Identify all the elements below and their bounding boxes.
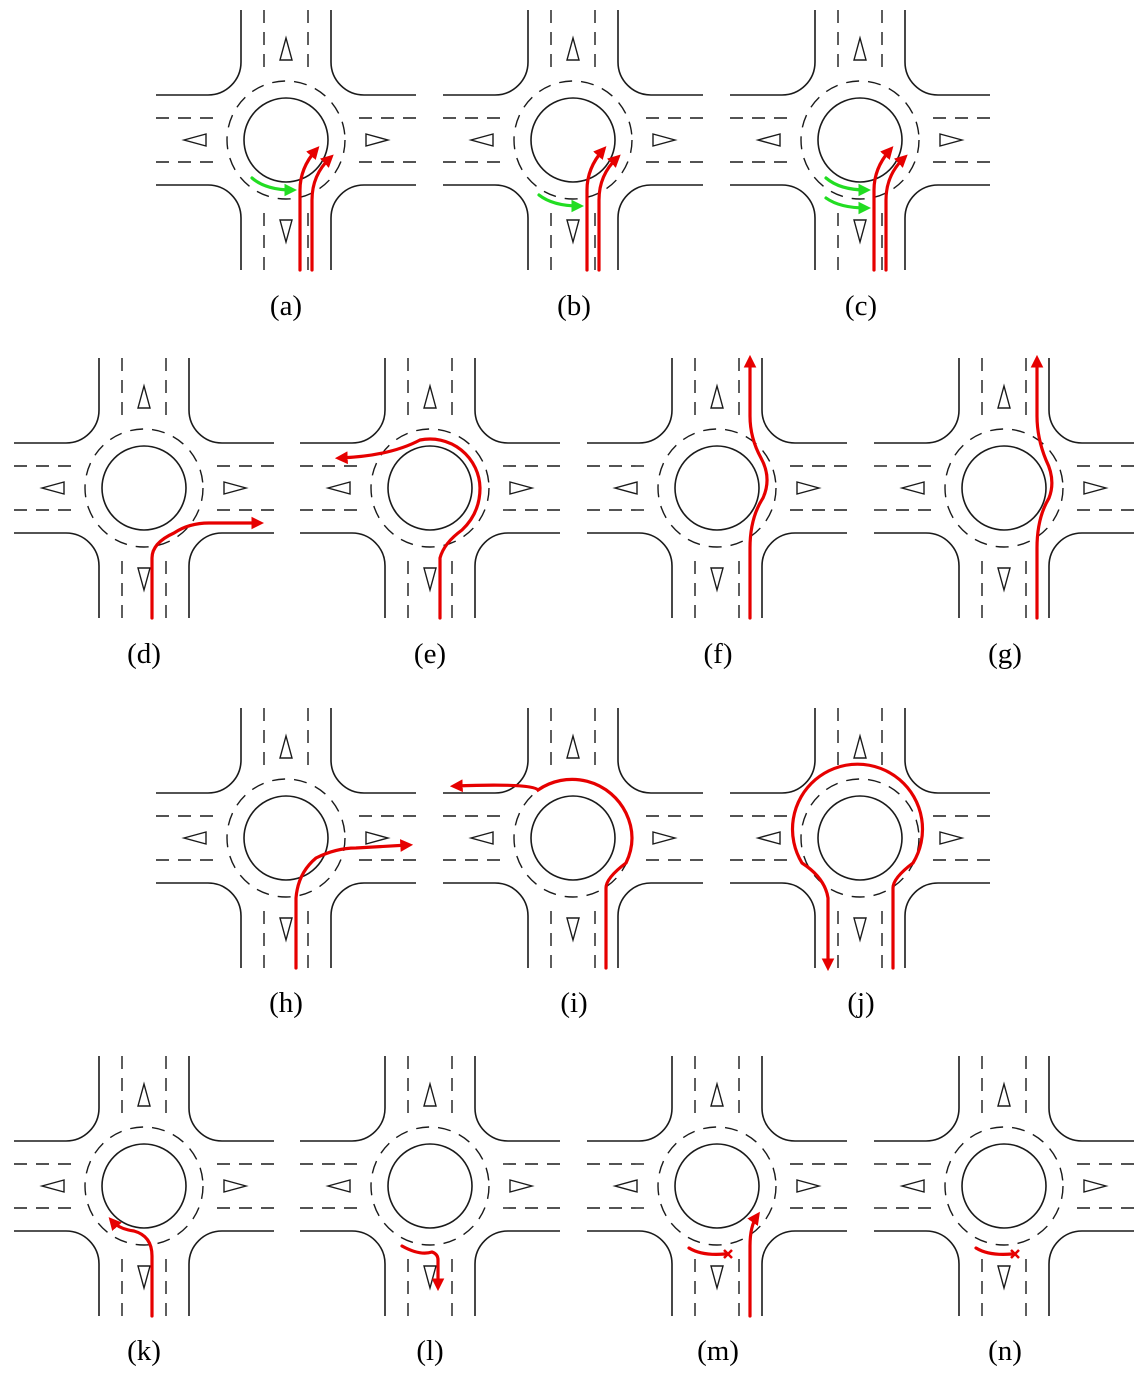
roundabout-road-layout [873, 1055, 1135, 1317]
vehicle-path-red [449, 777, 634, 970]
vehicle-path-red [1030, 354, 1054, 620]
circulating-path-green [537, 193, 585, 213]
circulating-path-green [250, 176, 298, 197]
vehicle-path-red [597, 154, 621, 272]
roundabout-road-layout [155, 707, 417, 969]
panel-label-b: (b) [557, 290, 591, 322]
panel-label-d: (d) [127, 638, 161, 670]
roundabout-panel-e [299, 357, 561, 620]
roundabout-panel-g [873, 354, 1135, 620]
roundabout-road-layout [729, 9, 991, 271]
panel-label-i: (i) [560, 987, 588, 1019]
panel-label-n: (n) [988, 1335, 1022, 1367]
roundabout-road-layout [442, 707, 704, 969]
roundabout-road-layout [299, 1055, 561, 1317]
panel-label-g: (g) [988, 638, 1022, 670]
panel-label-k: (k) [127, 1335, 161, 1367]
vehicle-path-red [872, 146, 894, 272]
vehicle-path-red [400, 1244, 445, 1292]
vehicle-path-red [790, 762, 925, 972]
panel-label-j: (j) [847, 987, 875, 1019]
vehicle-path-red [884, 154, 908, 272]
roundabout-panel-h [155, 707, 417, 970]
roundabout-road-layout [155, 9, 417, 271]
roundabout-road-layout [13, 1055, 275, 1317]
roundabout-road-layout [729, 707, 991, 969]
roundabout-panel-c [729, 9, 991, 272]
roundabout-panel-f [586, 354, 848, 620]
roundabout-panel-d [13, 357, 275, 620]
vehicle-path-red [585, 146, 607, 272]
roundabout-road-layout [586, 357, 848, 619]
roundabout-panel-i [442, 707, 704, 970]
panel-label-l: (l) [416, 1335, 444, 1367]
vehicle-path-red [150, 516, 265, 620]
roundabout-road-layout [586, 1055, 848, 1317]
roundabout-panel-k [13, 1055, 275, 1318]
vehicle-path-red [108, 1217, 154, 1318]
vehicle-path-red [743, 354, 769, 620]
circulating-path-green [824, 196, 872, 215]
roundabout-panel-m [586, 1055, 848, 1318]
roundabout-panel-b [442, 9, 704, 272]
roundabout-road-layout [873, 357, 1135, 619]
vehicle-path-red [298, 146, 320, 272]
conflict-x-marker [723, 1249, 733, 1259]
panel-label-f: (f) [703, 638, 733, 670]
panel-label-c: (c) [844, 290, 878, 322]
vehicle-path-red [747, 1211, 760, 1318]
panel-label-m: (m) [697, 1335, 739, 1367]
panel-label-h: (h) [269, 987, 303, 1019]
roundabout-panel-j [729, 707, 991, 972]
roundabout-panel-l [299, 1055, 561, 1317]
circulating-path-green [824, 176, 872, 197]
vehicle-path-red [310, 154, 334, 272]
roundabout-panel-n [873, 1055, 1135, 1317]
conflict-x-marker [1010, 1249, 1020, 1259]
panel-label-a: (a) [269, 290, 303, 322]
vehicle-path-red [294, 839, 414, 970]
vehicle-path-red [334, 437, 482, 620]
vehicle-path-red [974, 1246, 1014, 1256]
vehicle-path-red [687, 1246, 727, 1256]
roundabout-road-layout [442, 9, 704, 271]
panel-label-e: (e) [413, 638, 447, 670]
roundabout-road-layout [13, 357, 275, 619]
roundabout-road-layout [299, 357, 561, 619]
roundabout-panel-a [155, 9, 417, 272]
